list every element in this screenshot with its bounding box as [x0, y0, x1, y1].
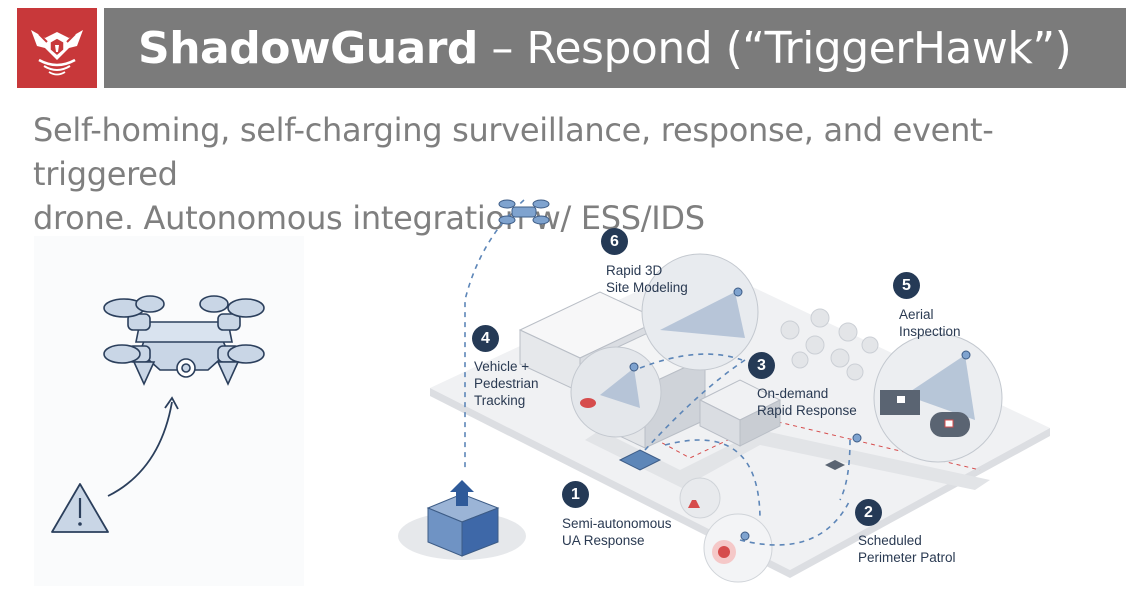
- eagle-shield-icon: [31, 30, 83, 76]
- step-2-label: Scheduled Perimeter Patrol: [858, 532, 956, 566]
- step-4-line-1: Vehicle +: [474, 359, 530, 374]
- step-2-badge: 2: [855, 499, 882, 526]
- arrow-head-icon: [164, 396, 179, 410]
- step-1-label: Semi-autonomous UA Response: [562, 515, 672, 549]
- subtitle-line-2: drone. Autonomous integration w/ ESS/IDS: [33, 199, 705, 237]
- step-3-label: On-demand Rapid Response: [757, 385, 857, 419]
- title-bar: ShadowGuard – Respond (“TriggerHawk”): [104, 8, 1126, 88]
- step-1-line-1: Semi-autonomous: [562, 516, 672, 531]
- brand-name: ShadowGuard: [138, 22, 478, 74]
- ua-response-zoom: [703, 513, 773, 583]
- step-3-badge: 3: [748, 352, 775, 379]
- step-3-line-2: Rapid Response: [757, 403, 857, 418]
- step-5-line-1: Aerial: [899, 307, 934, 322]
- step-6-line-1: Rapid 3D: [606, 263, 663, 278]
- page-title: ShadowGuard – Respond (“TriggerHawk”): [138, 22, 1072, 74]
- title-text: – Respond (“TriggerHawk”): [477, 22, 1072, 74]
- step-5-label: Aerial Inspection: [899, 306, 961, 340]
- step-5-badge: 5: [893, 272, 920, 299]
- step-6-label: Rapid 3D Site Modeling: [606, 262, 688, 296]
- step-4-line-2: Pedestrian: [474, 376, 539, 391]
- trees: [780, 308, 879, 381]
- step-4-badge: 4: [472, 325, 499, 352]
- subtitle: Self-homing, self-charging surveillance,…: [33, 108, 1113, 240]
- step-3-line-1: On-demand: [757, 386, 829, 401]
- warning-triangle-icon: [51, 483, 109, 533]
- quadcopter-drone-icon: [103, 295, 265, 386]
- subtitle-line-1: Self-homing, self-charging surveillance,…: [33, 111, 994, 193]
- arrow-line: [107, 401, 173, 497]
- step-4-label: Vehicle + Pedestrian Tracking: [474, 358, 539, 409]
- step-1-line-2: UA Response: [562, 533, 645, 548]
- step-4-line-3: Tracking: [474, 393, 526, 408]
- step-6-badge: 6: [601, 228, 628, 255]
- step-1-badge: 1: [562, 481, 589, 508]
- step-2-line-1: Scheduled: [858, 533, 922, 548]
- step-2-line-2: Perimeter Patrol: [858, 550, 956, 565]
- step-6-line-2: Site Modeling: [606, 280, 688, 295]
- drone-box-icon: [398, 480, 526, 560]
- small-drone-icons: [498, 199, 971, 541]
- step-5-line-2: Inspection: [899, 324, 961, 339]
- company-logo: [17, 8, 97, 88]
